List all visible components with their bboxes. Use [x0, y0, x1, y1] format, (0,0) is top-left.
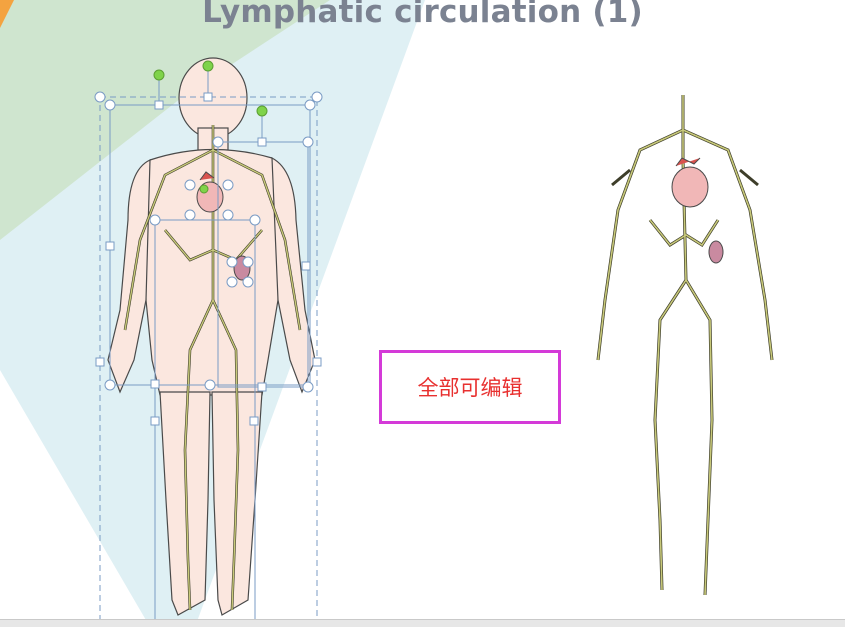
editable-note-box[interactable]: 全部可编辑 [379, 350, 561, 424]
rotate-handles[interactable] [153, 60, 268, 194]
slide-title[interactable]: Lymphatic circulation (1) [202, 0, 643, 30]
background-orange-corner [0, 0, 14, 28]
editable-note-text[interactable]: 全部可编辑 [417, 376, 523, 400]
bottom-status-strip [0, 619, 845, 627]
left-lymph-vessels-fill [124, 125, 301, 611]
right-heart-icon[interactable] [671, 157, 709, 208]
right-kidney-icon[interactable] [708, 240, 724, 264]
background-green-wedge [0, 0, 330, 240]
resize-handles[interactable] [94, 91, 323, 426]
